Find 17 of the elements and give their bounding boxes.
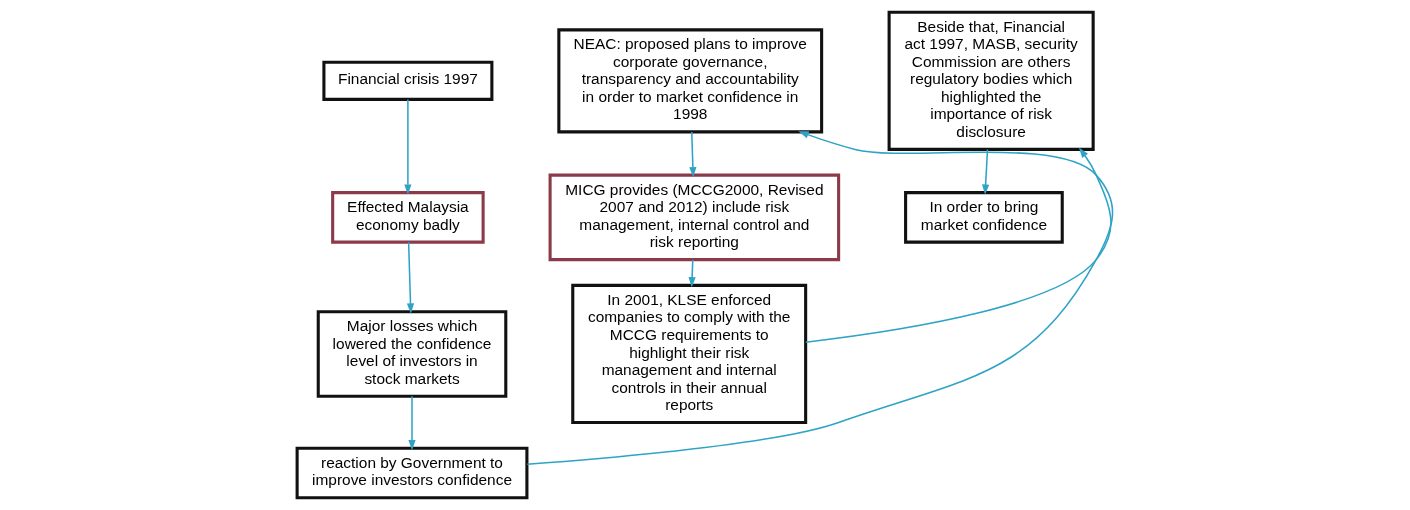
- arrow: [408, 395, 416, 451]
- arrow: [406, 241, 415, 314]
- arrow: [805, 147, 1112, 343]
- node-box: MICG provides (MCCG2000, Revised 2007 and 2012) include risk management, internal control and risk reporting: [548, 173, 841, 262]
- node-box: NEAC: proposed plans to improve corporate governance, transparency and accountability in order to market confidence in 1998: [557, 28, 824, 134]
- arrow: [689, 131, 697, 178]
- arrow: [982, 148, 990, 195]
- node-box: In order to bring market confidence: [904, 191, 1064, 244]
- arrow: [526, 131, 1114, 466]
- arrow: [688, 259, 696, 288]
- node-box: Beside that, Financial act 1997, MASB, security Commission are others regulatory bodies which highlighted the importance of risk disclosure: [887, 10, 1095, 151]
- node-box: Financial crisis 1997: [322, 60, 494, 101]
- node-box: In 2001, KLSE enforced companies to comply with the MCCG requirements to highlight their risk management and internal controls in their annual reports: [571, 283, 808, 424]
- node-box: Major losses which lowered the confidence level of investors in stock markets: [316, 310, 508, 398]
- node-box: reaction by Government to improve investors confidence: [295, 446, 529, 500]
- arrow: [404, 98, 412, 195]
- node-box: Effected Malaysia economy badly: [331, 191, 485, 244]
